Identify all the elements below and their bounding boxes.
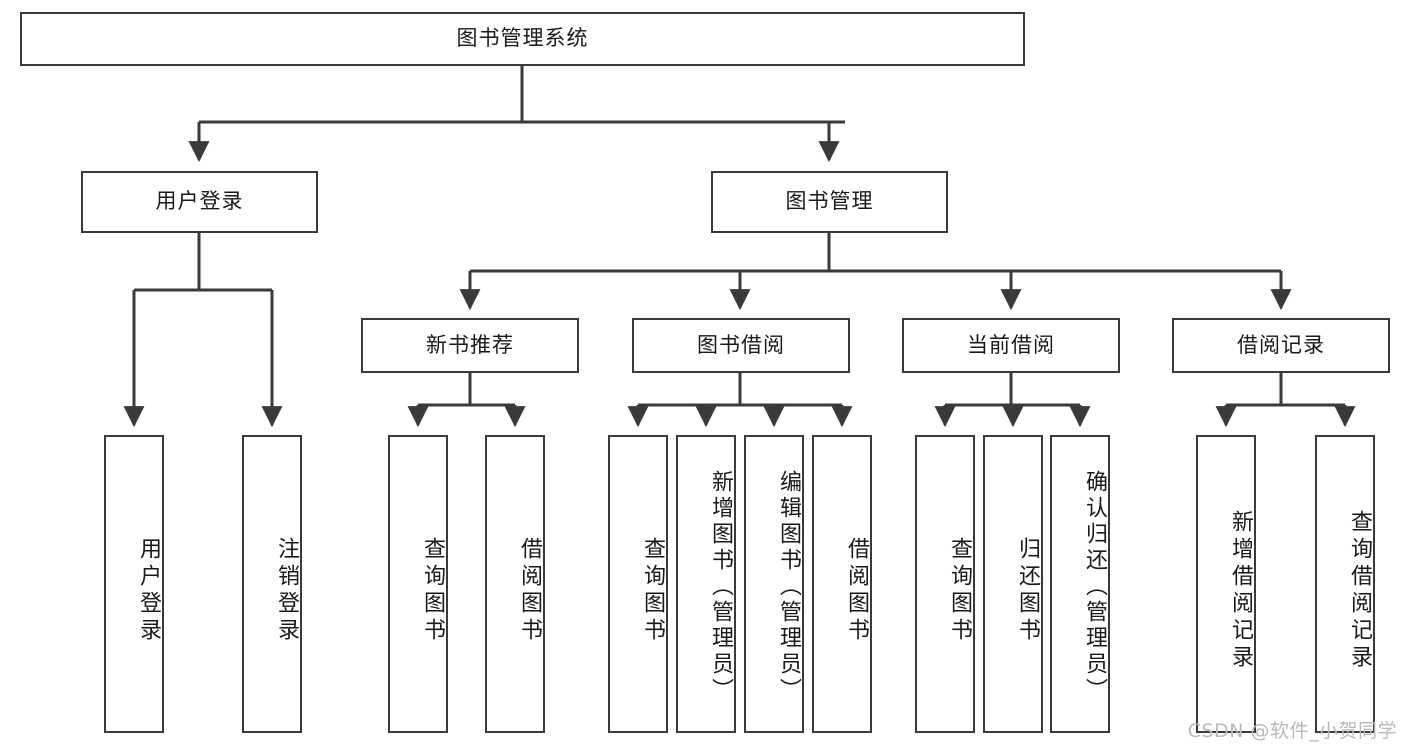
node-borrow-record[interactable]: 借阅记录 [1172,318,1390,373]
node-leaf-user-login[interactable]: 用户登录 [104,435,164,733]
node-leaf-label: 新增图书（管理员） [708,470,733,704]
node-book-borrow-label: 图书借阅 [697,332,785,357]
node-current-borrow[interactable]: 当前借阅 [902,318,1120,373]
node-leaf-label: 借阅图书 [517,537,542,645]
node-leaf-query-book-2[interactable]: 查询图书 [608,435,668,733]
node-leaf-return-book[interactable]: 归还图书 [983,435,1043,733]
node-book-manage-label: 图书管理 [785,189,874,214]
node-leaf-label: 查询图书 [420,537,445,645]
csdn-watermark: CSDN @软件_小贺同学 [1187,720,1397,742]
node-leaf-label: 查询图书 [640,537,665,645]
node-root-label: 图书管理系统 [456,26,589,51]
node-leaf-query-book-1[interactable]: 查询图书 [388,435,448,733]
node-leaf-label: 编辑图书（管理员） [776,470,801,704]
node-book-manage[interactable]: 图书管理 [711,171,948,233]
node-leaf-query-borrow-record[interactable]: 查询借阅记录 [1315,435,1375,733]
node-user-login-label: 用户登录 [155,189,244,214]
node-leaf-label: 查询图书 [947,537,972,645]
node-leaf-user-logout[interactable]: 注销登录 [242,435,302,733]
node-leaf-edit-book-admin[interactable]: 编辑图书（管理员） [744,435,804,733]
node-root-system[interactable]: 图书管理系统 [20,12,1025,66]
node-leaf-label: 注销登录 [274,537,299,645]
node-leaf-label: 新增借阅记录 [1228,510,1253,672]
node-user-login[interactable]: 用户登录 [81,171,318,233]
node-new-book-recommend-label: 新书推荐 [426,332,514,357]
node-leaf-confirm-return-admin[interactable]: 确认归还（管理员） [1050,435,1110,733]
node-book-borrow[interactable]: 图书借阅 [632,318,850,373]
node-new-book-recommend[interactable]: 新书推荐 [361,318,579,373]
node-leaf-label: 归还图书 [1015,537,1040,645]
node-leaf-label: 确认归还（管理员） [1082,470,1107,704]
node-leaf-add-book-admin[interactable]: 新增图书（管理员） [676,435,736,733]
node-leaf-label: 查询借阅记录 [1347,510,1372,672]
node-current-borrow-label: 当前借阅 [967,332,1055,357]
node-leaf-label: 借阅图书 [844,537,869,645]
node-leaf-add-borrow-record[interactable]: 新增借阅记录 [1196,435,1256,733]
node-leaf-label: 用户登录 [136,537,161,645]
node-borrow-record-label: 借阅记录 [1237,332,1325,357]
node-leaf-query-book-3[interactable]: 查询图书 [915,435,975,733]
node-leaf-borrow-book-1[interactable]: 借阅图书 [485,435,545,733]
node-leaf-borrow-book-2[interactable]: 借阅图书 [812,435,872,733]
